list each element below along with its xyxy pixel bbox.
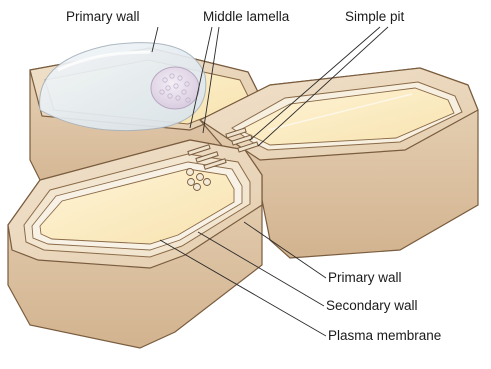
label-middle-lamella: Middle lamella bbox=[203, 9, 290, 24]
label-simple-pit: Simple pit bbox=[345, 9, 405, 24]
label-primary-wall-right: Primary wall bbox=[328, 270, 402, 285]
label-primary-wall-top: Primary wall bbox=[66, 9, 140, 24]
label-secondary-wall: Secondary wall bbox=[326, 298, 418, 313]
label-plasma-membrane: Plasma membrane bbox=[328, 328, 441, 343]
